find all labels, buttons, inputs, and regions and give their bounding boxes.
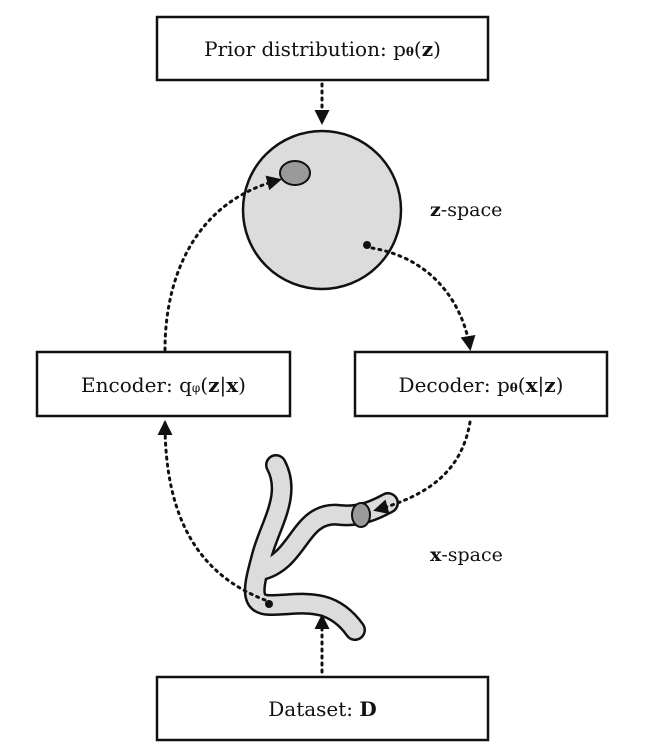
decoder-to-data-arrow [373,420,472,515]
z-space-label: z-space [430,199,502,221]
encoder-label: Encoder: qφ(z|x) [81,373,246,398]
dataset-box: Dataset: D [155,675,490,742]
encoder-box: Encoder: qφ(z|x) [35,350,292,418]
decoder-box: Decoder: pθ(x|z) [353,350,609,418]
data-sample-point [265,600,273,608]
x-space-label: x-space [430,544,503,566]
latent-space-region [241,129,403,291]
latent-posterior-blob [279,160,311,186]
prior-distribution-box: Prior distribution: pθ(z) [155,15,490,82]
latent-to-decoder-arrow [370,246,476,351]
encoder-to-latent-arrow [163,175,282,352]
data-manifold-region [243,454,399,641]
dataset-label: Dataset: D [268,697,377,721]
prior-distribution-label: Prior distribution: pθ(z) [204,37,441,61]
data-posterior-blob [351,502,371,528]
decoder-label: Decoder: pθ(x|z) [399,373,564,398]
latent-sample-point [363,241,371,249]
data-to-encoder-arrow [157,420,267,602]
